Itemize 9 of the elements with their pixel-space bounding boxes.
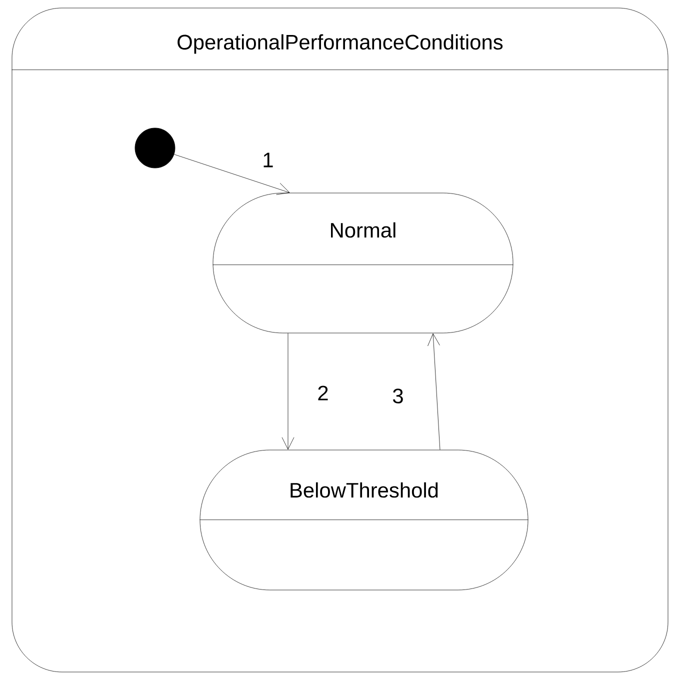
- arrow: [174, 154, 290, 195]
- arrow: [282, 333, 294, 450]
- edge-label: 3: [391, 388, 405, 404]
- edge-label: 1: [261, 152, 275, 168]
- arrow: [428, 333, 440, 450]
- edge-label: 2: [316, 384, 330, 402]
- initial-state-dot: [134, 128, 176, 168]
- state-box: BelowThreshold: [200, 450, 528, 590]
- state-box: Normal: [212, 192, 514, 334]
